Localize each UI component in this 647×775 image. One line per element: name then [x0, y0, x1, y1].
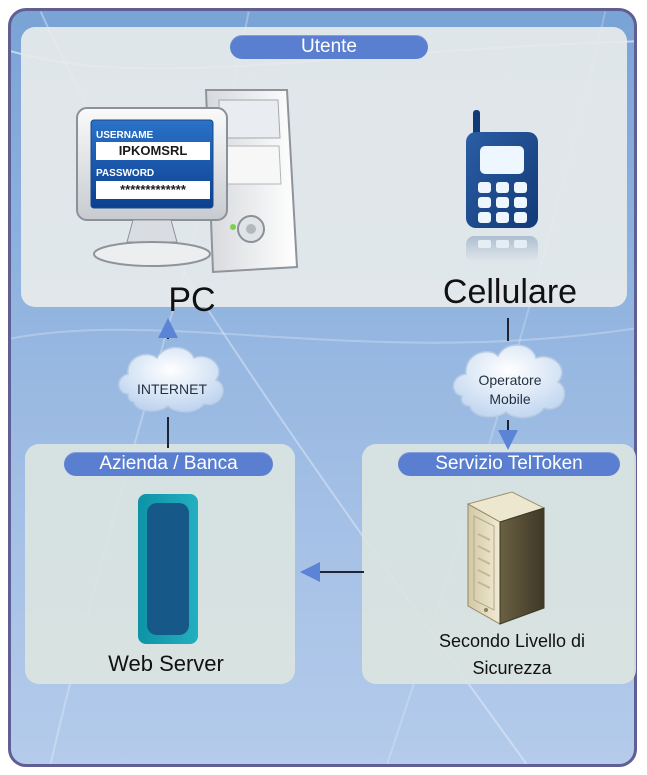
teltoken-server-icon — [466, 491, 546, 625]
web-server-icon — [138, 494, 198, 644]
internet-cloud: INTERNET — [112, 338, 232, 416]
pc-label: PC — [168, 281, 216, 319]
password-label: PASSWORD — [96, 168, 155, 179]
security-label-line2: Sicurezza — [472, 658, 552, 678]
company-pill: Azienda / Banca — [64, 452, 273, 476]
operator-label-line2: Mobile — [489, 391, 531, 407]
mobile-phone-icon — [466, 110, 538, 262]
login-form: USERNAME IPKOMSRL PASSWORD ************* — [96, 124, 224, 212]
user-pill: Utente — [230, 35, 428, 59]
username-field[interactable]: IPKOMSRL — [96, 142, 210, 160]
web-server-label: Web Server — [108, 651, 224, 676]
mobile-operator-cloud: Operatore Mobile — [448, 336, 572, 422]
security-label-line1: Secondo Livello di — [438, 631, 586, 651]
username-label: USERNAME — [96, 130, 154, 141]
pc-tower — [204, 89, 299, 274]
service-pill: Servizio TelToken — [398, 452, 620, 476]
operator-label-line1: Operatore — [478, 372, 542, 388]
phone-label: Cellulare — [442, 273, 578, 311]
internet-label: INTERNET — [137, 381, 207, 397]
password-field[interactable]: ************* — [96, 181, 210, 199]
